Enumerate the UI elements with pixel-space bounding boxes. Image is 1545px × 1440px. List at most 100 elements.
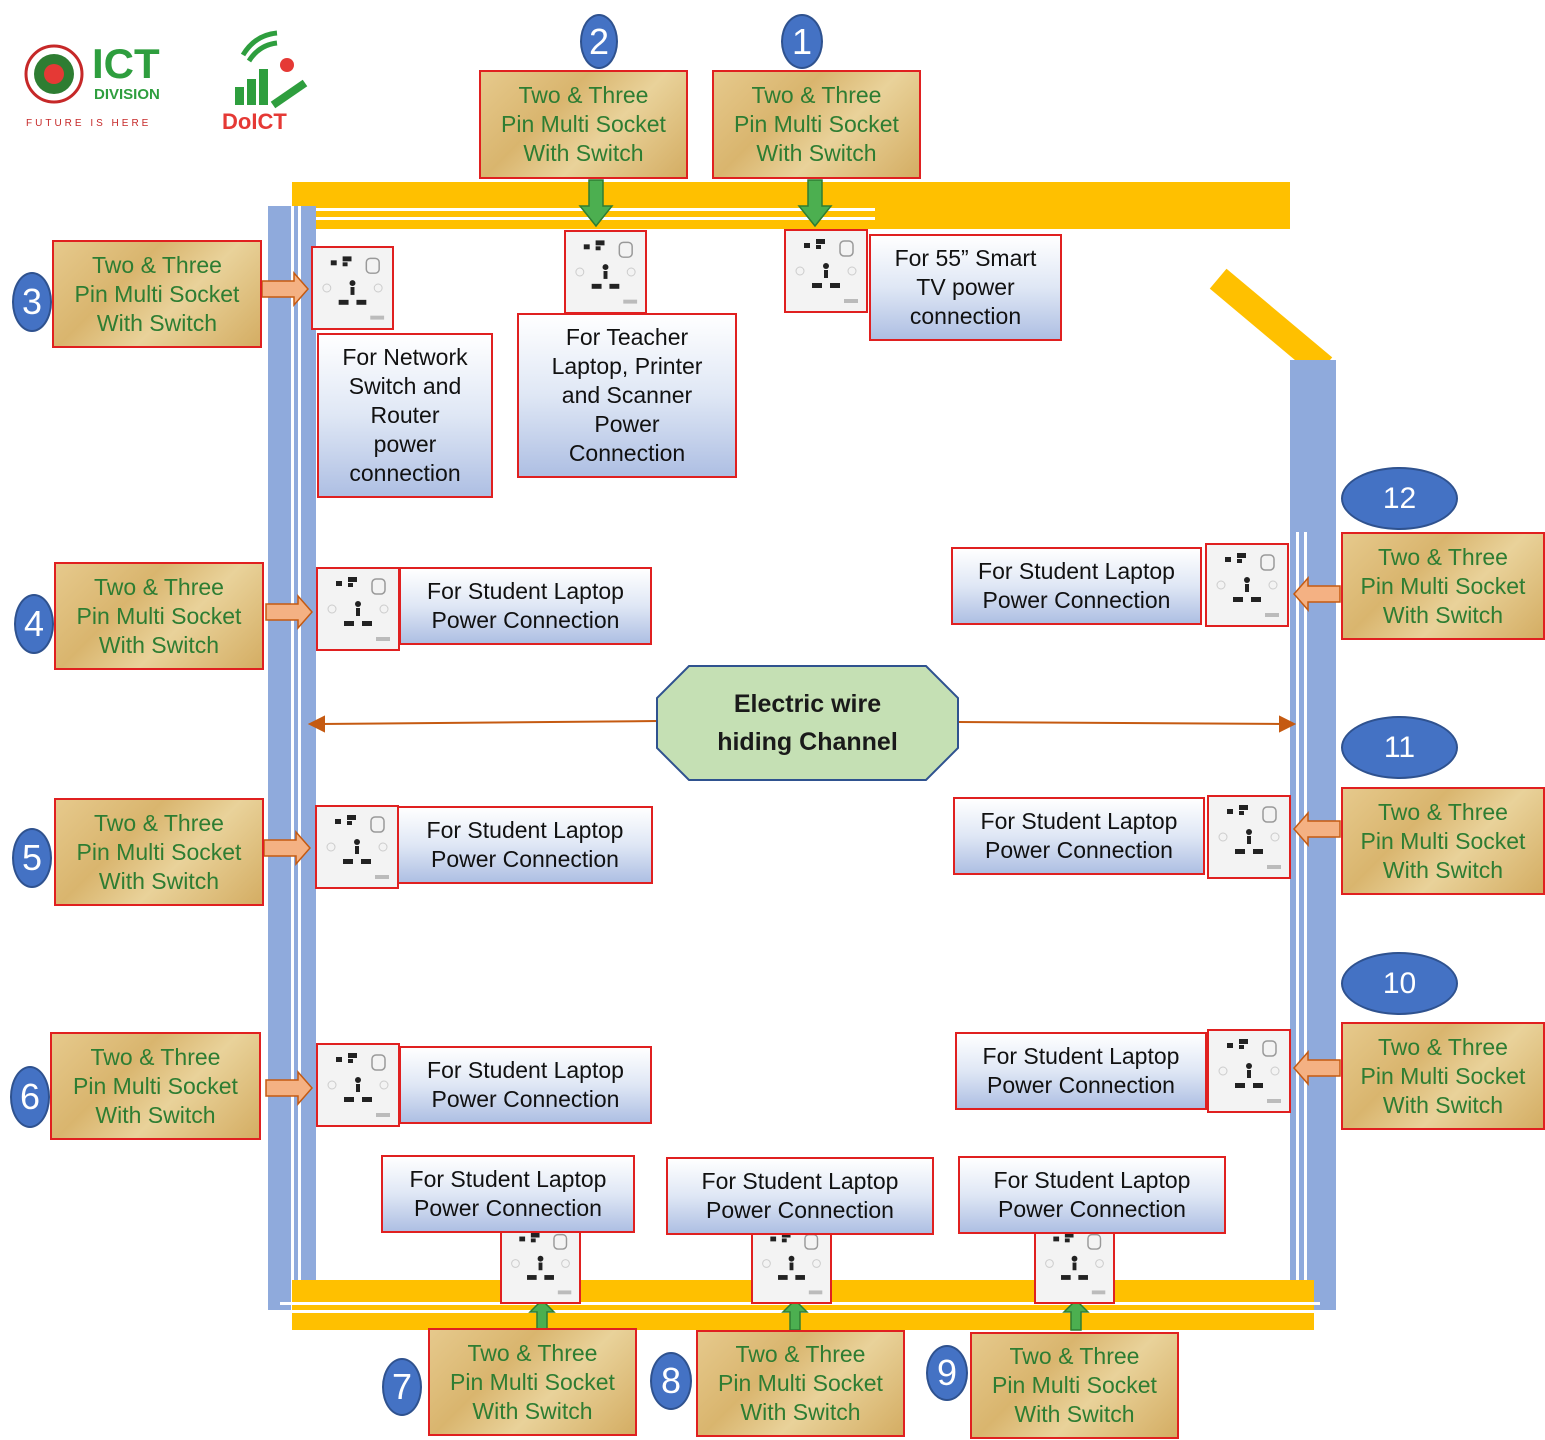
- purpose-network-text: For Network Switch and Router power conn…: [342, 344, 468, 486]
- left-wire-line: [291, 206, 294, 1331]
- left-arrow-icon: [1293, 576, 1341, 612]
- purpose-student-text: For Student Laptop Power Connection: [982, 1043, 1180, 1098]
- socket-4-icon: [316, 567, 400, 651]
- socket-label-12: Two & Three Pin Multi Socket With Switch: [1341, 532, 1545, 640]
- socket-11-icon: [1207, 795, 1291, 879]
- socket-label-text: Two & Three Pin Multi Socket With Switch: [76, 809, 242, 894]
- socket-label-text: Two & Three Pin Multi Socket With Switch: [450, 1339, 615, 1424]
- ict-logo-text: ICT: [92, 40, 160, 87]
- socket-2-icon: [564, 230, 647, 314]
- purpose-student-11: For Student Laptop Power Connection: [953, 797, 1205, 875]
- socket-label-7: Two & Three Pin Multi Socket With Switch: [428, 1328, 637, 1436]
- channel-pointer-right: [957, 715, 1297, 733]
- up-arrow-icon: [528, 1298, 556, 1331]
- purpose-student-4: For Student Laptop Power Connection: [399, 567, 652, 645]
- doict-text: DoICT: [222, 109, 287, 134]
- purpose-teacher-text: For Teacher Laptop, Printer and Scanner …: [551, 324, 703, 466]
- socket-number-badge: 6: [10, 1066, 50, 1128]
- socket-label-6: Two & Three Pin Multi Socket With Switch: [50, 1032, 261, 1140]
- purpose-student-text: For Student Laptop Power Connection: [980, 808, 1178, 863]
- signal-bars-icon: [235, 30, 308, 109]
- purpose-student-text: For Student Laptop Power Connection: [409, 1166, 607, 1221]
- socket-label-5: Two & Three Pin Multi Socket With Switch: [54, 798, 264, 906]
- ict-division-logo: ICT DIVISION FUTURE IS HERE: [20, 40, 170, 135]
- socket-label-text: Two & Three Pin Multi Socket With Switch: [74, 251, 240, 336]
- ict-tagline: FUTURE IS HERE: [26, 118, 152, 129]
- socket-number-badge: 4: [14, 594, 54, 654]
- socket-label-10: Two & Three Pin Multi Socket With Switch: [1341, 1022, 1545, 1130]
- purpose-student-7: For Student Laptop Power Connection: [381, 1155, 635, 1233]
- socket-label-text: Two & Three Pin Multi Socket With Switch: [501, 82, 666, 166]
- purpose-student-text: For Student Laptop Power Connection: [427, 578, 624, 633]
- socket-3-icon: [311, 246, 394, 330]
- purpose-student-text: For Student Laptop Power Connection: [701, 1168, 899, 1223]
- socket-number-badge: 8: [650, 1352, 692, 1410]
- socket-label-2: Two & Three Pin Multi Socket With Switch: [479, 70, 688, 179]
- purpose-student-text: For Student Laptop Power Connection: [993, 1167, 1191, 1222]
- socket-number-badge: 12: [1341, 467, 1458, 530]
- socket-number-badge: 11: [1341, 716, 1458, 779]
- wire-channel-hub: Electric wire hiding Channel: [655, 664, 960, 782]
- top-wire-channel: [292, 182, 1290, 229]
- purpose-student-text: For Student Laptop Power Connection: [978, 558, 1175, 613]
- down-arrow-icon: [578, 179, 614, 228]
- socket-label-text: Two & Three Pin Multi Socket With Switch: [1360, 543, 1526, 628]
- socket-number-badge: 7: [382, 1358, 422, 1416]
- socket-label-3: Two & Three Pin Multi Socket With Switch: [52, 240, 262, 348]
- socket-label-8: Two & Three Pin Multi Socket With Switch: [696, 1330, 905, 1437]
- left-wire-line: [298, 206, 301, 1331]
- right-arrow-icon: [263, 830, 311, 866]
- socket-number-badge: 1: [781, 14, 823, 69]
- ict-division-text: DIVISION: [94, 86, 160, 103]
- socket-label-11: Two & Three Pin Multi Socket With Switch: [1341, 787, 1545, 895]
- socket-1-icon: [784, 229, 868, 313]
- socket-6-icon: [316, 1043, 400, 1127]
- doict-logo: DoICT: [220, 25, 315, 135]
- right-arrow-icon: [265, 1070, 313, 1106]
- socket-label-text: Two & Three Pin Multi Socket With Switch: [73, 1043, 238, 1128]
- purpose-student-12: For Student Laptop Power Connection: [951, 547, 1202, 625]
- socket-label-4: Two & Three Pin Multi Socket With Switch: [54, 562, 264, 670]
- socket-number-badge: 3: [12, 272, 52, 332]
- socket-number-badge: 5: [12, 828, 52, 888]
- socket-label-text: Two & Three Pin Multi Socket With Switch: [992, 1343, 1157, 1427]
- socket-label-text: Two & Three Pin Multi Socket With Switch: [76, 573, 242, 658]
- purpose-teacher: For Teacher Laptop, Printer and Scanner …: [517, 313, 737, 478]
- socket-label-1: Two & Three Pin Multi Socket With Switch: [712, 70, 921, 179]
- socket-number-badge: 2: [580, 14, 618, 69]
- socket-label-text: Two & Three Pin Multi Socket With Switch: [1360, 1033, 1526, 1118]
- left-arrow-icon: [1293, 1050, 1341, 1086]
- purpose-student-6: For Student Laptop Power Connection: [399, 1046, 652, 1124]
- octagon-shape: [656, 665, 959, 781]
- purpose-student-8: For Student Laptop Power Connection: [666, 1157, 934, 1235]
- up-arrow-icon: [1062, 1298, 1090, 1331]
- top-wire-line: [300, 217, 875, 220]
- socket-label-text: Two & Three Pin Multi Socket With Switch: [1360, 798, 1526, 883]
- purpose-student-5: For Student Laptop Power Connection: [397, 806, 653, 884]
- right-wire-line: [1296, 532, 1299, 1314]
- socket-8-icon: [751, 1223, 832, 1304]
- socket-10-icon: [1207, 1029, 1291, 1113]
- purpose-student-text: For Student Laptop Power Connection: [426, 817, 624, 872]
- purpose-student-9: For Student Laptop Power Connection: [958, 1156, 1226, 1234]
- right-arrow-icon: [265, 594, 313, 630]
- purpose-network: For Network Switch and Router power conn…: [317, 333, 493, 498]
- socket-label-text: Two & Three Pin Multi Socket With Switch: [718, 1341, 883, 1425]
- socket-label-text: Two & Three Pin Multi Socket With Switch: [734, 82, 899, 166]
- up-arrow-icon: [781, 1298, 809, 1331]
- channel-pointer-left: [307, 715, 659, 733]
- purpose-student-text: For Student Laptop Power Connection: [427, 1057, 624, 1112]
- purpose-tv: For 55” Smart TV power connection: [869, 234, 1062, 341]
- socket-9-icon: [1034, 1223, 1115, 1304]
- socket-7-icon: [500, 1223, 581, 1304]
- bangladesh-emblem-icon: [24, 44, 84, 104]
- socket-12-icon: [1205, 543, 1289, 627]
- left-arrow-icon: [1293, 811, 1341, 847]
- down-arrow-icon: [797, 179, 833, 228]
- socket-label-9: Two & Three Pin Multi Socket With Switch: [970, 1332, 1179, 1439]
- socket-number-badge: 10: [1341, 952, 1458, 1015]
- right-wire-line: [1304, 532, 1307, 1314]
- socket-number-badge: 9: [926, 1345, 968, 1401]
- right-arrow-icon: [261, 271, 309, 307]
